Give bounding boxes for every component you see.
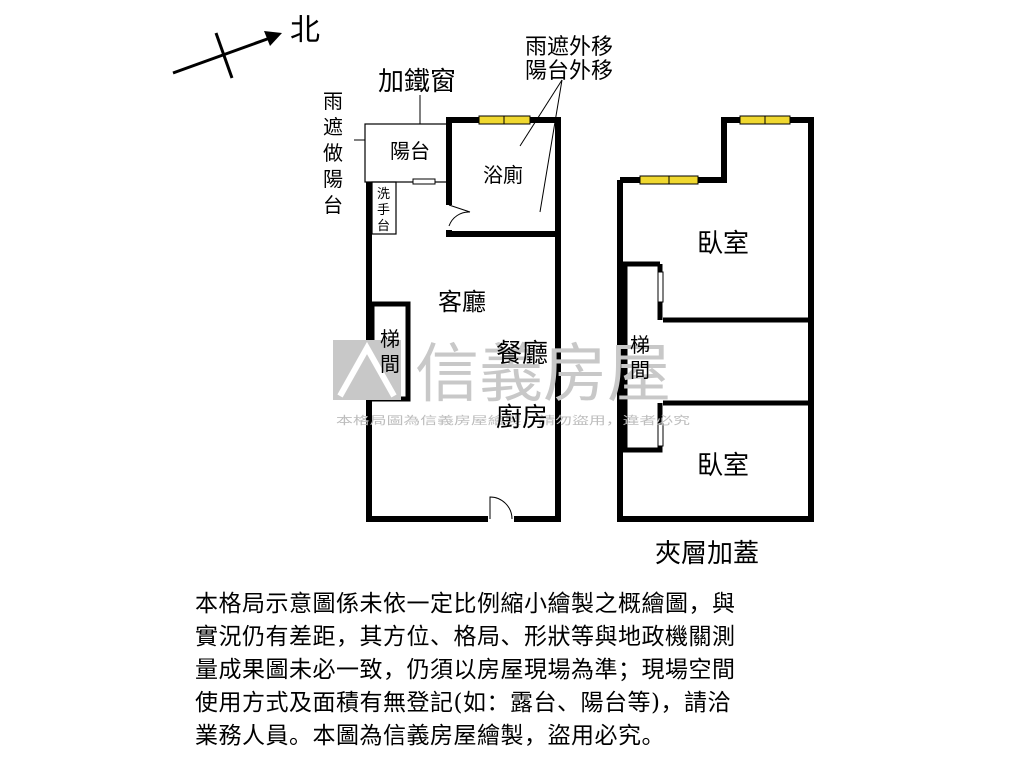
mezz-door-bottom: [657, 423, 664, 447]
mezzanine-plan: [617, 115, 814, 522]
move-out-leader-2: [539, 79, 563, 213]
canopy-note: 雨 遮 做 陽 台: [323, 89, 343, 217]
bathroom-label: 浴廁: [483, 163, 523, 187]
stair-char: 間: [630, 358, 650, 382]
disclaimer-text: 本格局示意圖係未依一定比例縮小繪製之概繪圖，與 實況仍有差距，其方位、格局、形狀…: [195, 588, 855, 753]
balcony-door: [412, 178, 436, 185]
watermark: 信義房屋 本格局圖為信義房屋繪製，請勿盜用，違者必究: [333, 338, 690, 427]
washbasin-char: 手: [377, 203, 390, 218]
mezzanine-caption: 夾層加蓋: [655, 539, 759, 569]
canopy-char: 雨: [323, 89, 343, 113]
iron-window-label: 加鐵窗: [378, 67, 456, 97]
watermark-fine-print: 本格局圖為信義房屋繪製，請勿盜用，違者必究: [336, 413, 690, 427]
disclaimer-line: 使用方式及面積有無登記(如：露台、陽台等)，請洽: [195, 690, 731, 716]
stair-char: 間: [380, 352, 400, 376]
disclaimer-line: 量成果圖未必一致，仍須以房屋現場為準；現場空間: [195, 657, 736, 683]
mezz-door-top: [657, 271, 664, 303]
canopy-char: 陽: [323, 167, 343, 191]
entrance-door: [489, 496, 513, 520]
stair-char: 梯: [630, 333, 650, 357]
washbasin-char: 台: [377, 219, 390, 234]
ground-floor-walls: [366, 117, 561, 522]
disclaimer-line: 業務人員。本圖為信義房屋繪製，盜用必究。: [195, 723, 665, 749]
bathroom-door: [448, 204, 471, 227]
dining-room-label: 餐廳: [496, 339, 548, 369]
disclaimer-line: 本格局示意圖係未依一定比例縮小繪製之概繪圖，與: [195, 591, 736, 617]
north-compass: 北: [172, 13, 320, 79]
kitchen-label: 廚房: [496, 403, 548, 433]
washbasin-label: 洗 手 台: [377, 187, 390, 234]
north-label: 北: [290, 13, 320, 48]
stair-char: 梯: [380, 327, 400, 351]
balcony-move-out-label: 陽台外移: [525, 59, 613, 84]
watermark-brand: 信義房屋: [415, 338, 671, 412]
disclaimer-line: 實況仍有差距，其方位、格局、形狀等與地政機關測: [195, 624, 736, 650]
canopy-char: 台: [323, 193, 343, 217]
living-room-label: 客廳: [438, 288, 486, 316]
canopy-move-out-label: 雨遮外移: [525, 35, 613, 60]
ground-stair-label: 梯 間: [380, 327, 400, 376]
mezzanine-walls: [617, 117, 814, 522]
ground-floor-plan: [354, 79, 563, 522]
canopy-char: 做: [323, 141, 343, 165]
mezz-stair-label: 梯 間: [630, 333, 650, 382]
move-out-leader-1: [519, 79, 563, 147]
washbasin-char: 洗: [377, 187, 390, 202]
bedroom-bottom-label: 臥室: [697, 451, 749, 481]
canopy-char: 遮: [323, 115, 343, 139]
bedroom-top-label: 臥室: [697, 229, 749, 259]
balcony-label: 陽台: [390, 139, 430, 163]
